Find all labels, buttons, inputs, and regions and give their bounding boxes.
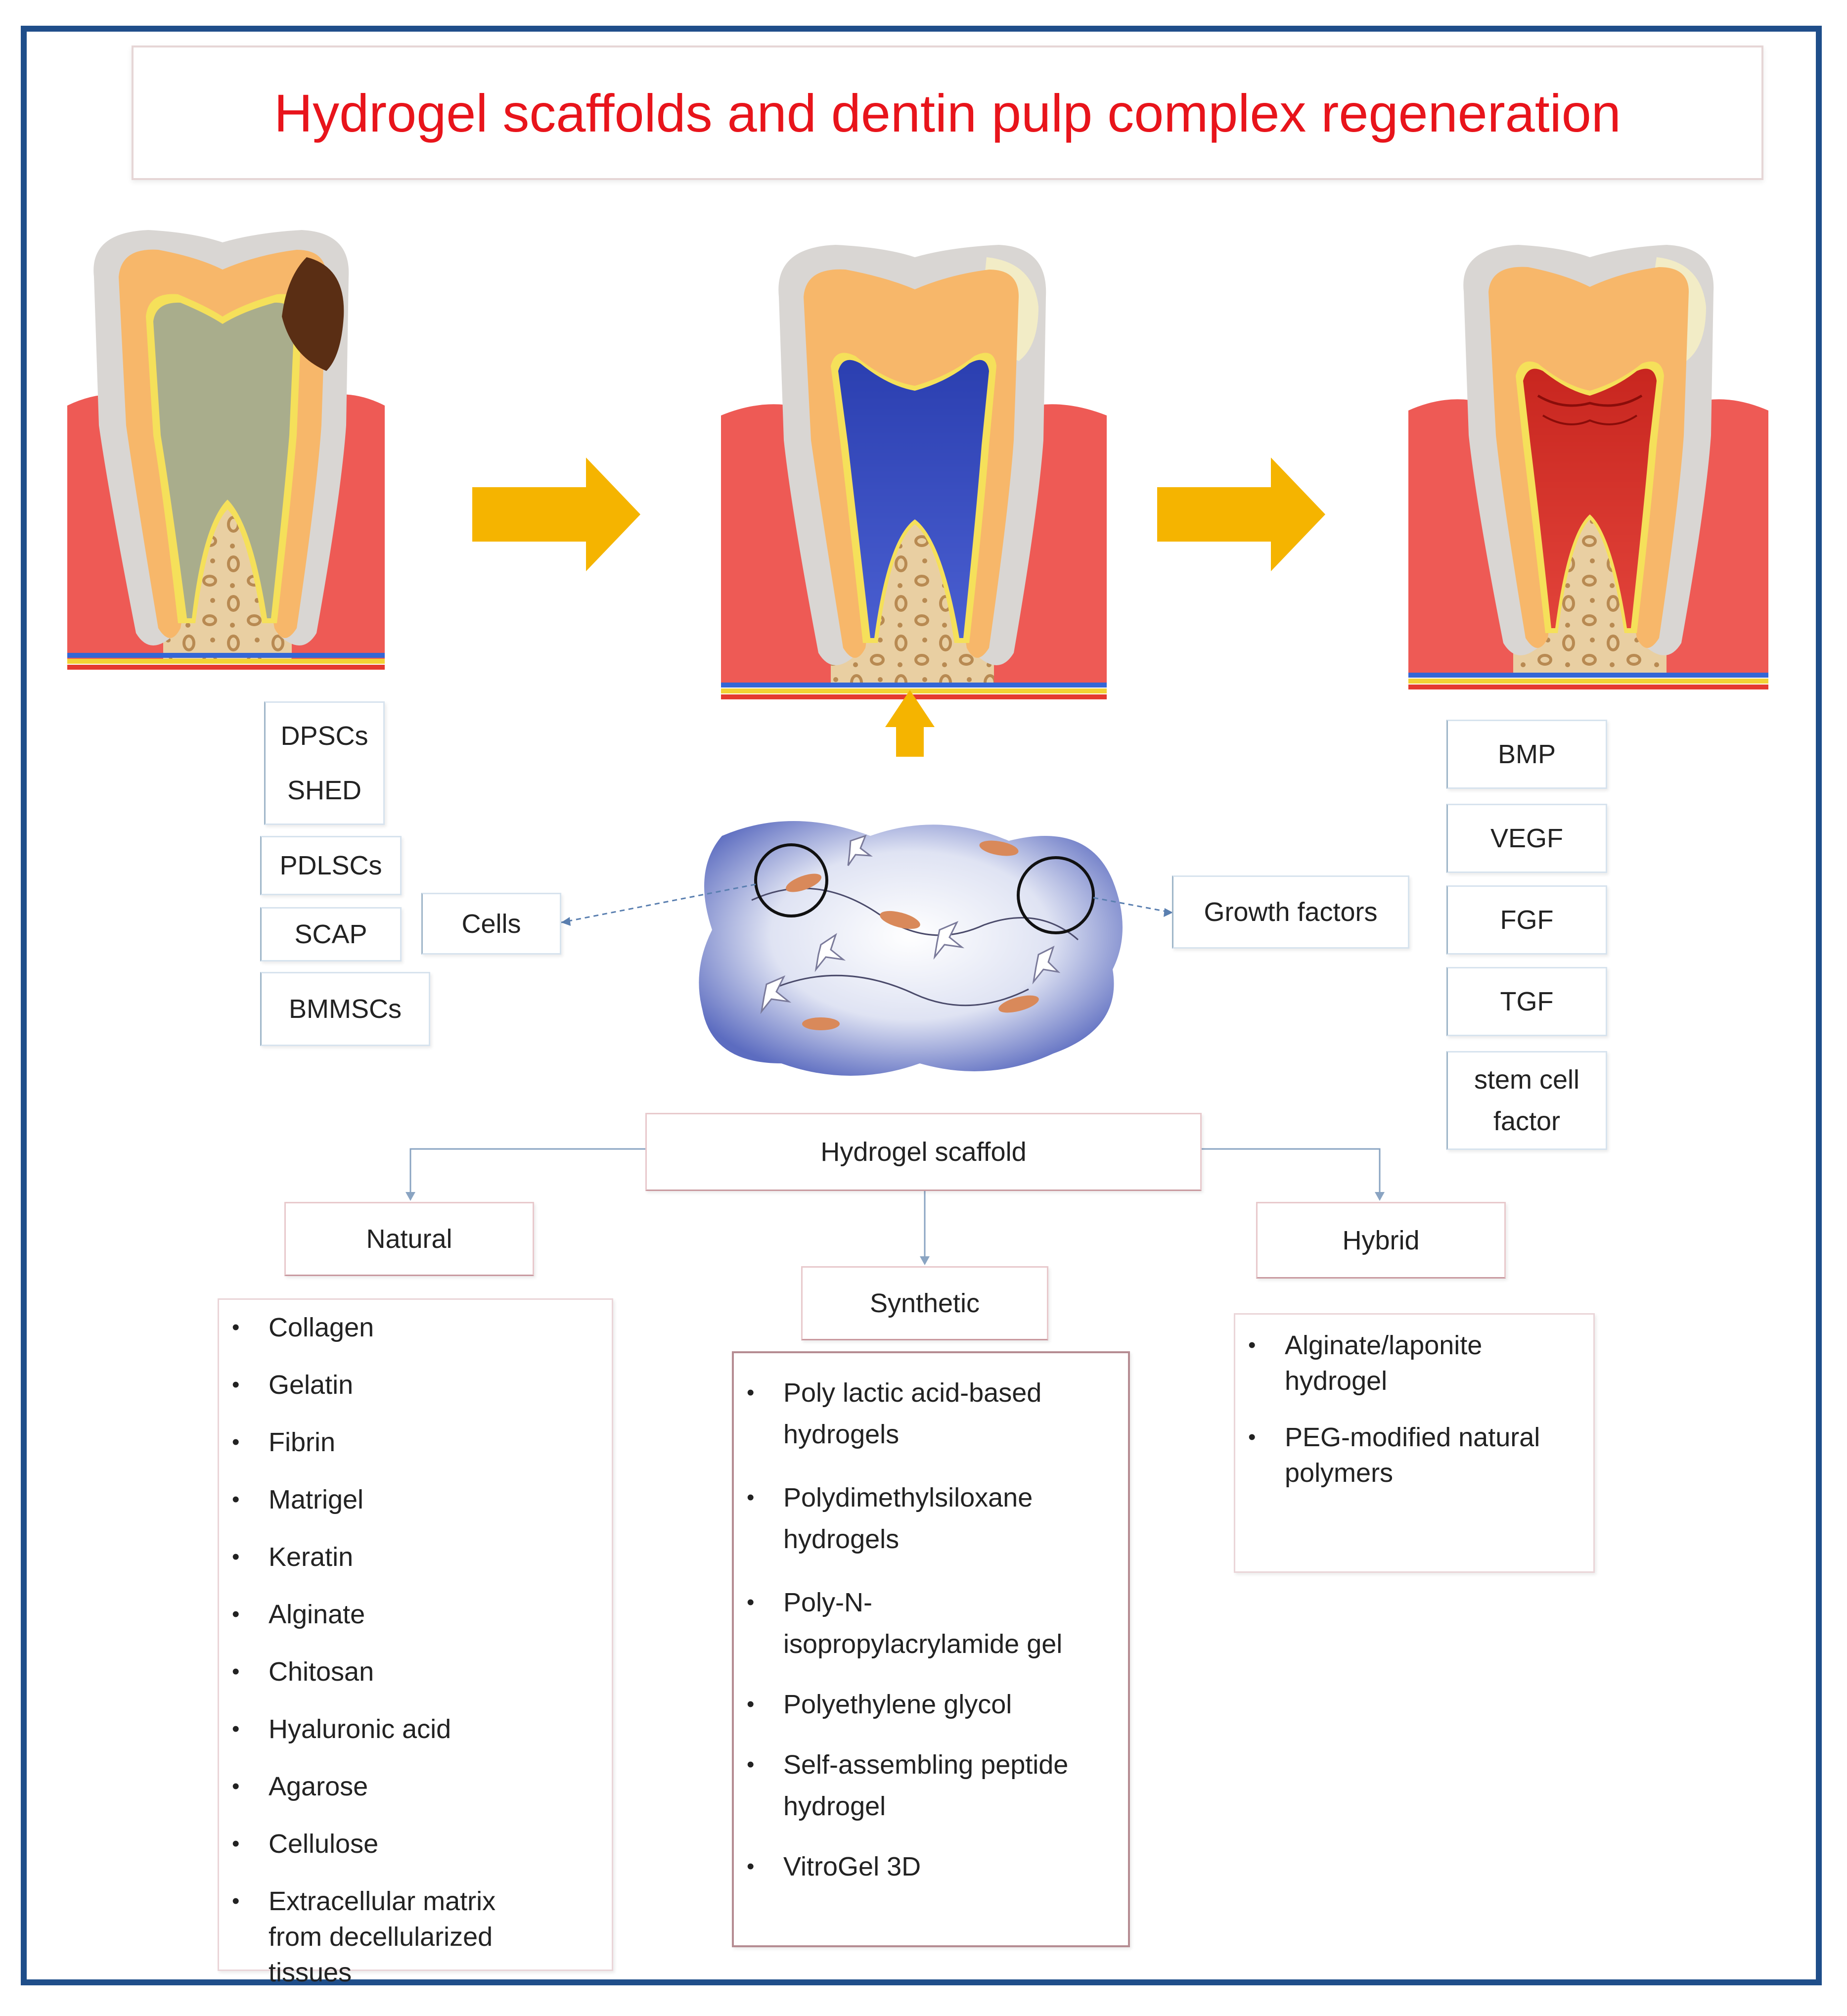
list-item: Keratin (219, 1539, 612, 1575)
stem-cell-label: SHED (287, 776, 362, 805)
title-box: Hydrogel scaffolds and dentin pulp compl… (132, 46, 1763, 180)
list-item: Alginate/laponite hydrogel (1235, 1328, 1517, 1399)
stem-cell-label: BMMSCs (289, 994, 402, 1024)
list-item: VitroGel 3D (734, 1849, 1128, 1884)
stem-cell-box-bmmscs: BMMSCs (260, 972, 430, 1046)
stem-cell-label: DPSCs (280, 721, 368, 751)
list-item: Matrigel (219, 1482, 612, 1517)
synthetic-label: Synthetic (869, 1288, 980, 1318)
stem-cell-label: SCAP (294, 919, 367, 949)
growth-factor-box-vegf: VEGF (1446, 804, 1607, 873)
growth-factors-box: Growth factors (1172, 875, 1409, 949)
list-item: Poly-N-isopropylacrylamide gel (734, 1582, 1090, 1665)
growth-factor-label: BMP (1497, 739, 1556, 769)
list-item: Alginate (219, 1597, 612, 1632)
hydrogel-scaffold-box: Hydrogel scaffold (645, 1113, 1202, 1191)
progress-arrow-2 (1157, 458, 1325, 571)
synthetic-list-box: Poly lactic acid-based hydrogels Polydim… (732, 1351, 1130, 1947)
stem-cell-box-pdlscs: PDLSCs (260, 836, 402, 895)
list-item: Poly lactic acid-based hydrogels (734, 1372, 1060, 1455)
carious-tooth-illustration (67, 230, 385, 670)
list-item: Polydimethylsiloxane hydrogels (734, 1477, 1060, 1560)
stem-cell-label: PDLSCs (279, 851, 382, 880)
list-item: Gelatin (219, 1367, 612, 1403)
cells-box: Cells (421, 893, 561, 955)
growth-factor-box-fgf: FGF (1446, 885, 1607, 955)
natural-label: Natural (366, 1224, 452, 1254)
growth-factor-box-bmp: BMP (1446, 720, 1607, 789)
list-item: Hyaluronic acid (219, 1711, 612, 1747)
growth-factor-label: stem cell factor (1474, 1065, 1580, 1136)
growth-factor-box-scf: stem cell factor (1446, 1051, 1607, 1150)
list-item: Cellulose (219, 1826, 612, 1862)
regenerated-tooth-illustration (1408, 245, 1768, 689)
synthetic-box: Synthetic (801, 1266, 1048, 1340)
stem-cell-box-dpscs-shed: DPSCs SHED (264, 701, 385, 825)
stem-cell-box-scap: SCAP (260, 907, 402, 962)
hydrogel-filled-tooth-illustration (721, 245, 1107, 757)
list-item: Collagen (219, 1310, 612, 1345)
growth-factor-box-tgf: TGF (1446, 967, 1607, 1036)
hydrogel-scaffold-illustration (699, 821, 1123, 1076)
cells-label: Cells (461, 909, 521, 939)
list-item: Fibrin (219, 1424, 612, 1460)
list-item: Chitosan (219, 1654, 612, 1690)
growth-factor-label: VEGF (1490, 824, 1564, 853)
hybrid-label: Hybrid (1342, 1225, 1420, 1255)
hybrid-list-box: Alginate/laponite hydrogel PEG-modified … (1234, 1313, 1595, 1573)
hybrid-box: Hybrid (1256, 1202, 1506, 1279)
growth-factor-label: TGF (1500, 987, 1554, 1016)
natural-list-box: Collagen Gelatin Fibrin Matrigel Keratin… (218, 1298, 613, 1987)
natural-box: Natural (284, 1202, 534, 1276)
list-item: Extracellular matrix from decellularized… (219, 1883, 545, 1990)
growth-factor-label: FGF (1500, 905, 1554, 935)
list-item: Agarose (219, 1769, 612, 1804)
progress-arrow-1 (472, 458, 640, 571)
hydrogel-scaffold-label: Hydrogel scaffold (820, 1137, 1027, 1167)
list-item: PEG-modified natural polymers (1235, 1420, 1552, 1491)
growth-factors-label: Growth factors (1204, 897, 1378, 927)
list-item: Self-assembling peptide hydrogel (734, 1744, 1090, 1827)
page-title: Hydrogel scaffolds and dentin pulp compl… (274, 83, 1621, 143)
list-item: Polyethylene glycol (734, 1687, 1128, 1722)
